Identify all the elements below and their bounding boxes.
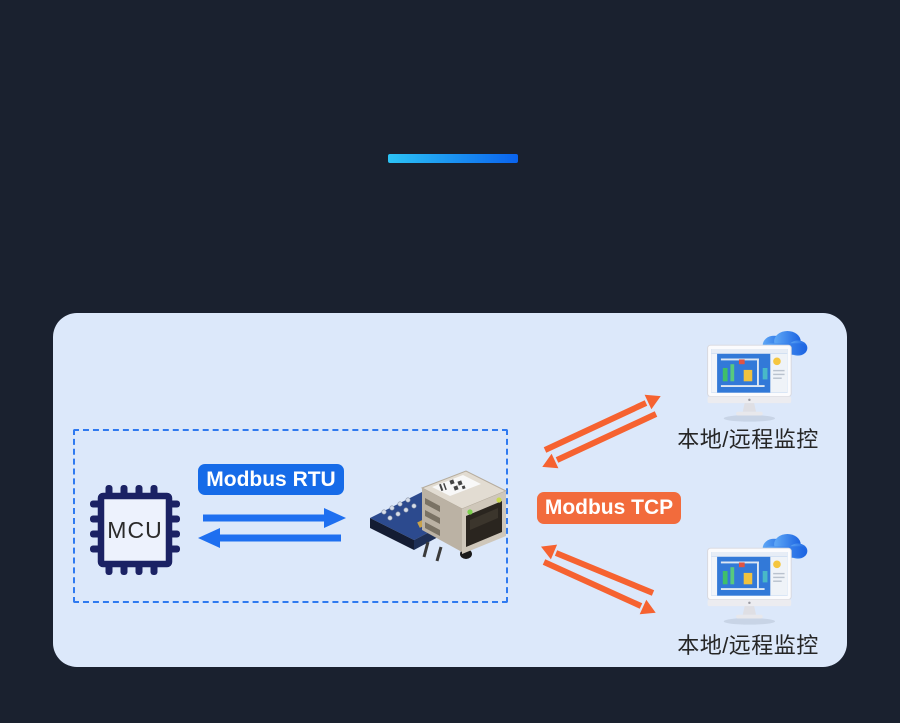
mcu-chip-icon: MCU (90, 485, 180, 575)
monitor-cloud-icon-bottom (707, 533, 808, 626)
modbus-tcp-badge: Modbus TCP (537, 492, 681, 524)
rtu-side-dashed-box (73, 429, 508, 603)
monitor-label-bottom: 本地/远程监控 (677, 633, 819, 658)
monitor-label-top: 本地/远程监控 (677, 427, 819, 452)
modbus-tcp-arrows-lower (541, 544, 656, 615)
modbus-tcp-arrows-upper (542, 394, 661, 469)
modbus-rtu-arrows (198, 508, 346, 548)
modbus-rtu-badge: Modbus RTU (198, 464, 344, 495)
monitor-cloud-icon-top (707, 330, 808, 423)
serial-to-ethernet-module-icon (370, 470, 508, 562)
mcu-chip-label: MCU (107, 517, 162, 543)
title-divider-bar (388, 154, 518, 163)
